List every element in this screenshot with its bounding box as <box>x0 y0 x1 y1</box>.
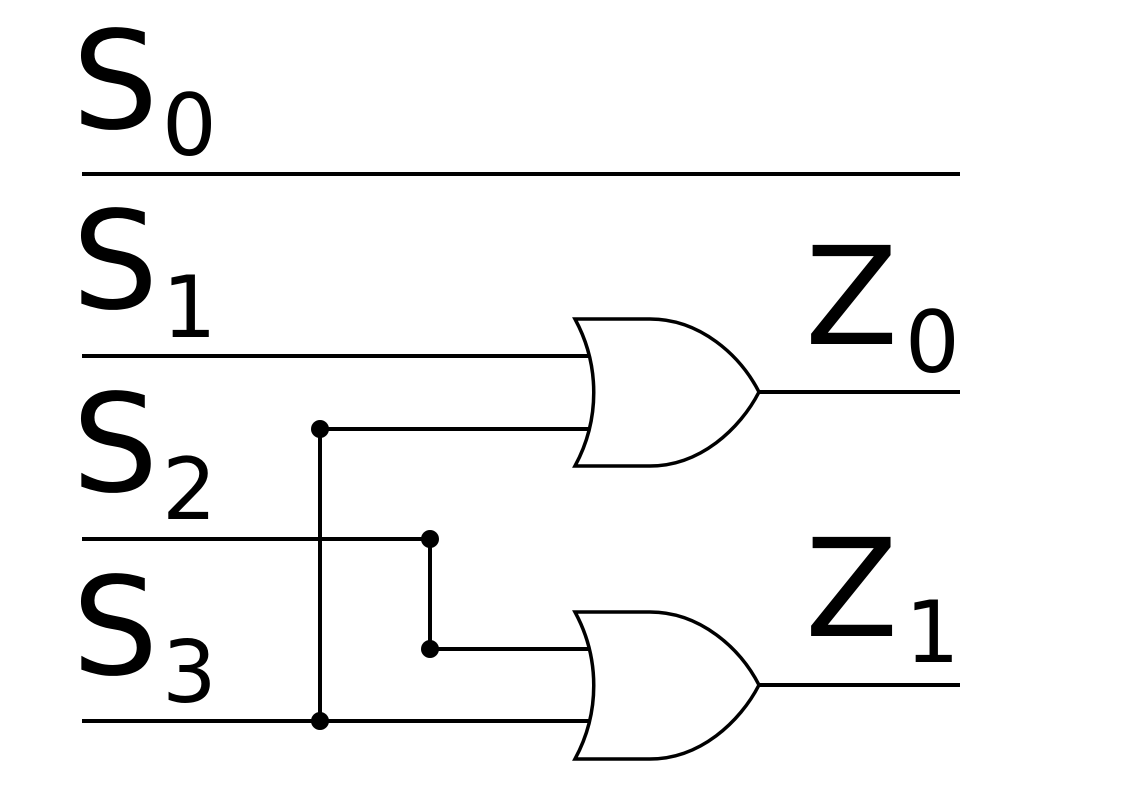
input-label-s2-subscript: 2 <box>162 440 217 540</box>
or-gate-z0 <box>572 317 761 468</box>
output-label-z1: Z <box>805 511 898 669</box>
input-label-s2: S <box>72 366 158 524</box>
junction-dot <box>421 530 439 548</box>
input-label-s1-subscript: 1 <box>162 258 217 358</box>
junction-dot <box>421 640 439 658</box>
input-label-s3: S <box>72 549 158 707</box>
output-label-z0: Z <box>805 219 898 377</box>
or-gate-z1 <box>572 610 761 761</box>
input-label-s3-subscript: 3 <box>162 623 217 723</box>
junction-dot <box>311 420 329 438</box>
input-label-s0-subscript: 0 <box>162 76 217 176</box>
output-label-z1-subscript: 1 <box>905 583 960 683</box>
input-label-s1: S <box>72 183 158 341</box>
output-label-z0-subscript: 0 <box>905 293 960 393</box>
junction-dot <box>311 712 329 730</box>
input-label-s0: S <box>72 3 158 161</box>
